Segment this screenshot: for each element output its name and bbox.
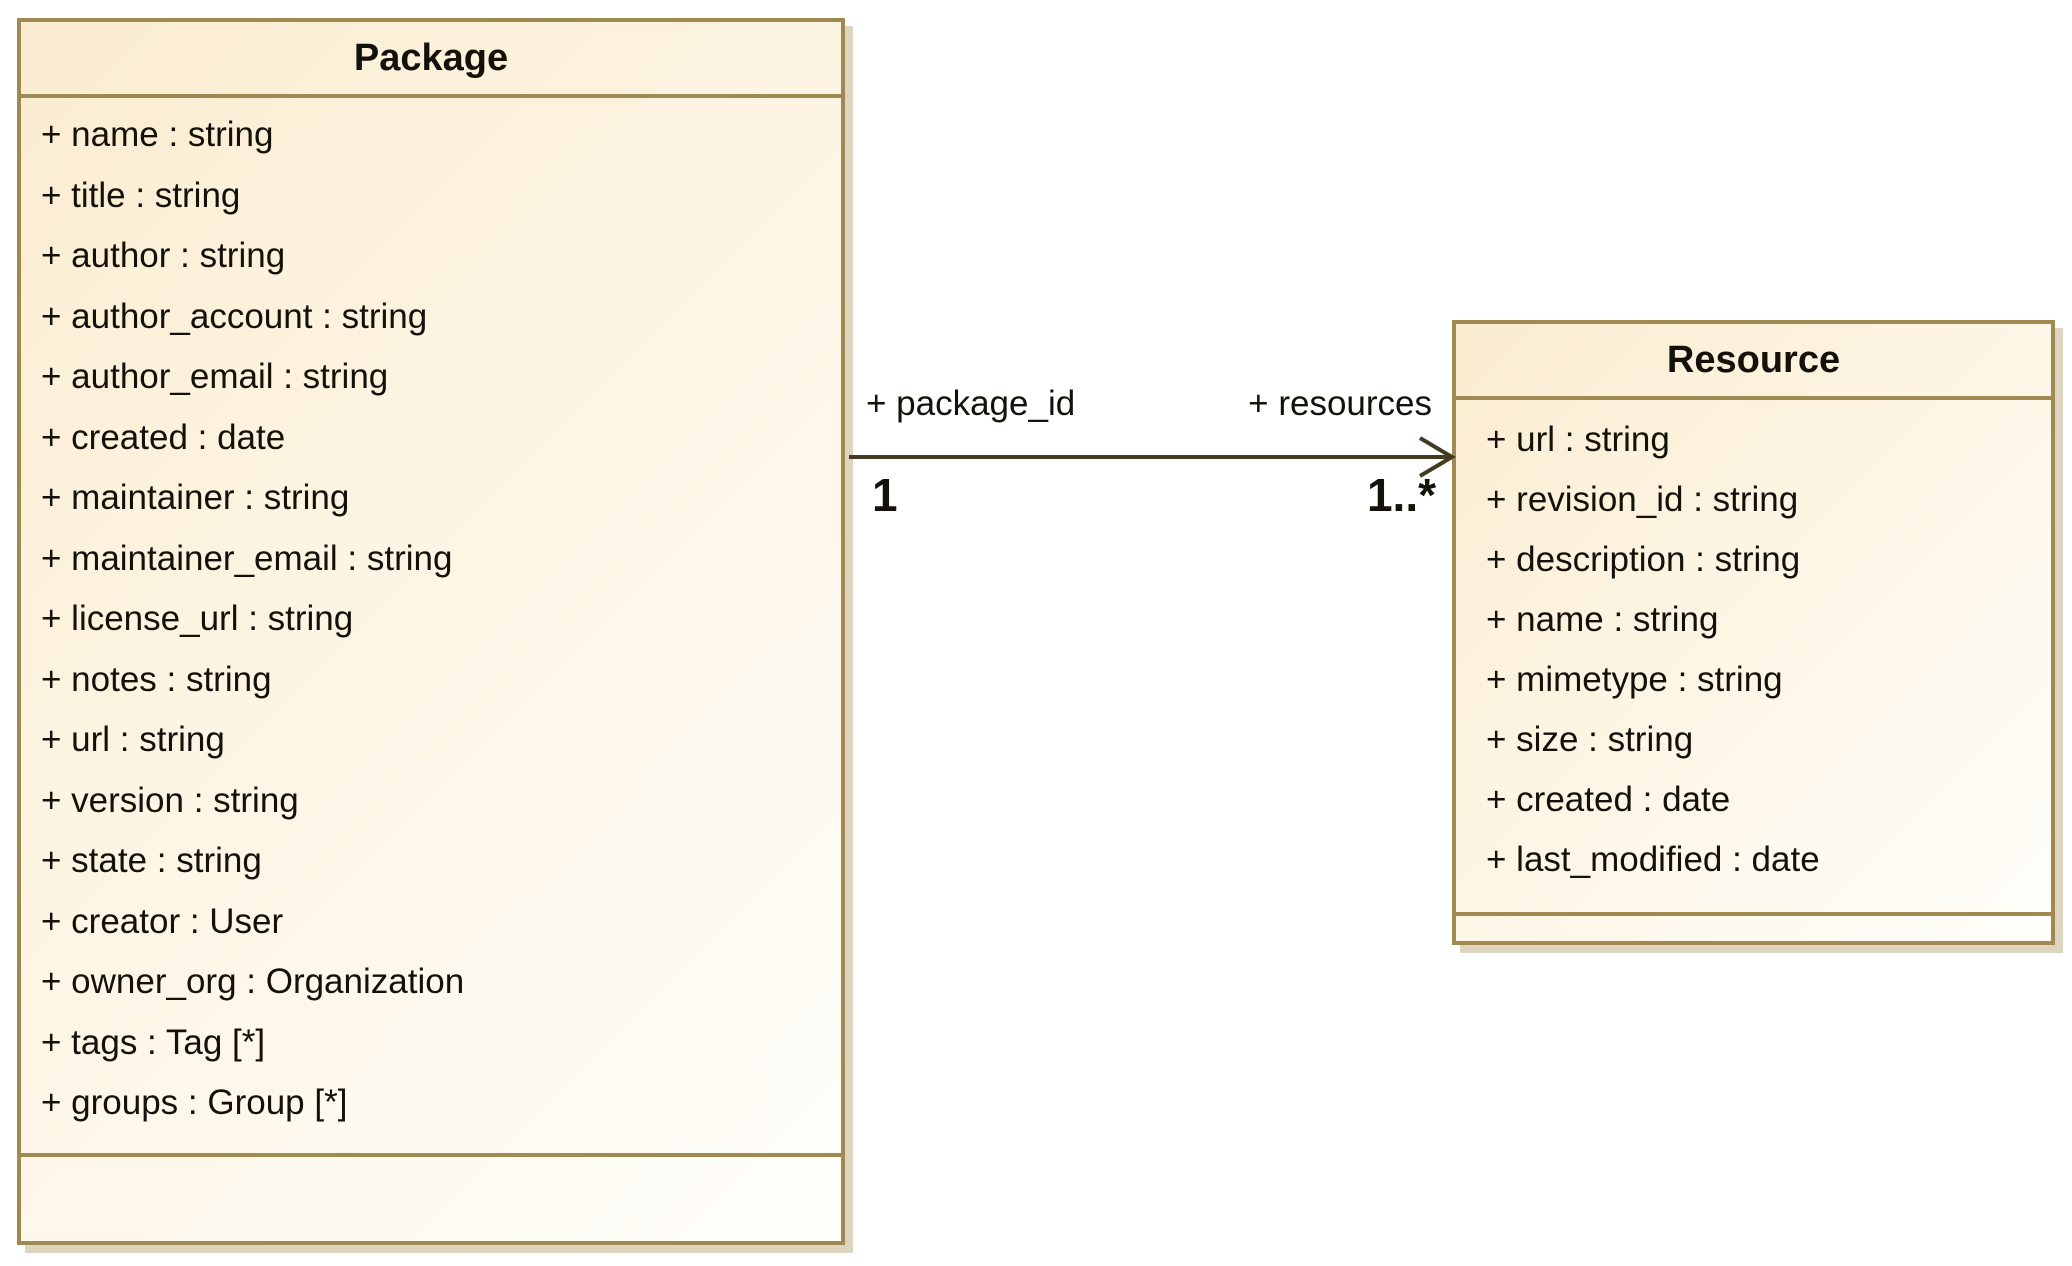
attribute-label: + author_account : string: [41, 296, 428, 336]
association-target-role-label: + resources: [1248, 384, 1432, 423]
attribute-row: + license_url : string: [41, 589, 841, 650]
attribute-row: + version : string: [41, 771, 841, 832]
attribute-label: + notes : string: [41, 659, 272, 699]
attribute-row: + name : string: [1486, 590, 2051, 650]
attribute-row: + mimetype : string: [1486, 650, 2051, 710]
attribute-row: + creator : User: [41, 892, 841, 953]
attribute-label: + revision_id : string: [1486, 480, 1799, 519]
attribute-row: + description : string: [1486, 530, 2051, 590]
attribute-label: + last_modified : date: [1486, 840, 1820, 879]
attribute-row: + name : string: [41, 105, 841, 166]
attribute-label: + tags : Tag [*]: [41, 1022, 266, 1062]
operations-compartment-package: [21, 1153, 841, 1241]
attribute-row: + url : string: [41, 710, 841, 771]
attribute-label: + url : string: [41, 720, 225, 760]
attribute-row: + title : string: [41, 166, 841, 227]
attribute-label: + size : string: [1486, 720, 1694, 759]
class-name-label: Package: [353, 36, 509, 79]
class-box-resource: Resource + url : string + revision_id : …: [1452, 320, 2055, 945]
attribute-label: + author : string: [41, 236, 286, 276]
attribute-row: + created : date: [1486, 770, 2051, 830]
attribute-row: + maintainer_email : string: [41, 529, 841, 590]
attribute-row: + notes : string: [41, 650, 841, 711]
attribute-label: + creator : User: [41, 901, 284, 941]
attribute-label: + license_url : string: [41, 599, 354, 639]
attribute-row: + size : string: [1486, 710, 2051, 770]
attribute-label: + mimetype : string: [1486, 660, 1783, 699]
attribute-label: + maintainer : string: [41, 478, 350, 518]
attribute-label: + description : string: [1486, 540, 1801, 579]
association-target-multiplicity: 1..*: [1366, 469, 1436, 521]
operations-compartment-resource: [1456, 912, 2051, 941]
attribute-label: + name : string: [1486, 600, 1719, 639]
class-name-label: Resource: [1666, 338, 1841, 381]
class-box-package: Package + name : string + title : string…: [17, 18, 845, 1245]
attribute-row: + created : date: [41, 408, 841, 469]
attribute-row: + groups : Group [*]: [41, 1073, 841, 1134]
attribute-row: + state : string: [41, 831, 841, 892]
attribute-row: + owner_org : Organization: [41, 952, 841, 1013]
association-source-multiplicity: 1: [872, 469, 898, 521]
attribute-label: + url : string: [1486, 420, 1670, 459]
attribute-label: + name : string: [41, 115, 274, 155]
attribute-label: + owner_org : Organization: [41, 962, 465, 1002]
attribute-label: + created : date: [41, 417, 286, 457]
attributes-compartment-package: + name : string + title : string + autho…: [21, 98, 841, 1153]
attribute-row: + revision_id : string: [1486, 470, 2051, 530]
attribute-row: + author_account : string: [41, 287, 841, 348]
attribute-label: + groups : Group [*]: [41, 1083, 348, 1123]
class-header-package: Package: [21, 22, 841, 98]
attribute-row: + author_email : string: [41, 347, 841, 408]
attribute-row: + author : string: [41, 226, 841, 287]
class-header-resource: Resource: [1456, 324, 2051, 400]
attribute-row: + last_modified : date: [1486, 830, 2051, 890]
association-source-role-label: + package_id: [866, 384, 1076, 423]
attribute-label: + author_email : string: [41, 357, 389, 397]
attribute-row: + url : string: [1486, 410, 2051, 470]
attribute-label: + title : string: [41, 175, 241, 215]
attribute-row: + tags : Tag [*]: [41, 1013, 841, 1074]
attribute-row: + maintainer : string: [41, 468, 841, 529]
attribute-label: + state : string: [41, 841, 262, 881]
attribute-label: + maintainer_email : string: [41, 538, 453, 578]
attributes-compartment-resource: + url : string + revision_id : string + …: [1456, 400, 2051, 912]
attribute-label: + created : date: [1486, 780, 1731, 819]
attribute-label: + version : string: [41, 780, 299, 820]
